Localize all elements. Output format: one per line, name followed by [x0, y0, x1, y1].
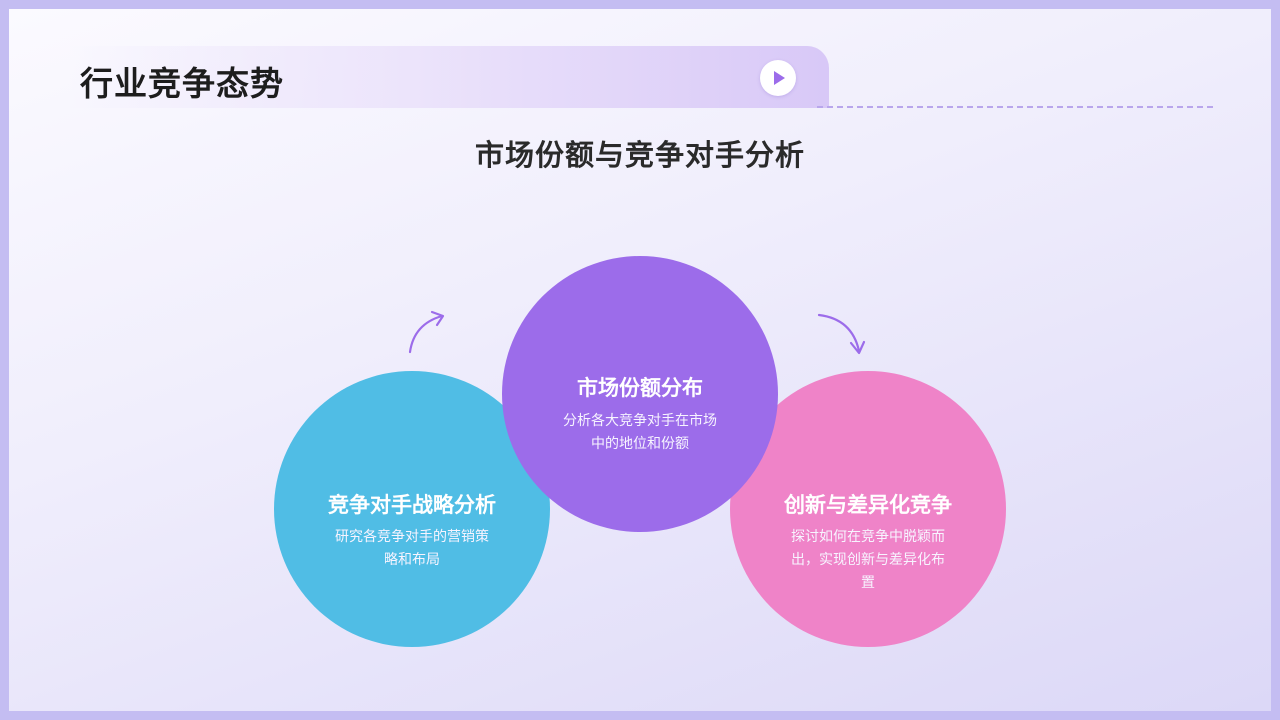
section-subtitle: 市场份额与竞争对手分析: [474, 138, 805, 172]
description-line: 分析各大竞争对手在市场: [563, 413, 717, 429]
curved-arrow-icon: [817, 313, 866, 355]
title-divider: [817, 106, 1213, 108]
curved-arrow-icon: [408, 310, 445, 354]
description-line: 探讨如何在竞争中脱颖而: [791, 529, 945, 545]
description-line: 置: [861, 575, 875, 591]
circle-title: 市场份额分布: [577, 376, 703, 400]
circle-title: 竞争对手战略分析: [328, 493, 496, 517]
page-title: 行业竞争态势: [80, 64, 284, 103]
play-button[interactable]: [760, 60, 796, 96]
circle-market-share[interactable]: 市场份额分布 分析各大竞争对手在市场 中的地位和份额: [502, 256, 778, 532]
description-line: 研究各竞争对手的营销策: [335, 529, 489, 545]
play-icon: [774, 71, 785, 85]
description-line: 出，实现创新与差异化布: [791, 552, 945, 568]
description-line: 略和布局: [384, 552, 440, 568]
title-banner: [69, 46, 829, 108]
circle-title: 创新与差异化竞争: [784, 493, 952, 517]
circle-description: 分析各大竞争对手在市场 中的地位和份额: [548, 410, 732, 456]
description-line: 中的地位和份额: [591, 436, 689, 452]
circle-description: 探讨如何在竞争中脱颖而 出，实现创新与差异化布 置: [776, 526, 960, 595]
circle-description: 研究各竞争对手的营销策 略和布局: [320, 526, 504, 572]
slide: 行业竞争态势 市场份额与竞争对手分析 竞争对手战略分析 研究各竞争对手的营销策 …: [9, 9, 1271, 711]
